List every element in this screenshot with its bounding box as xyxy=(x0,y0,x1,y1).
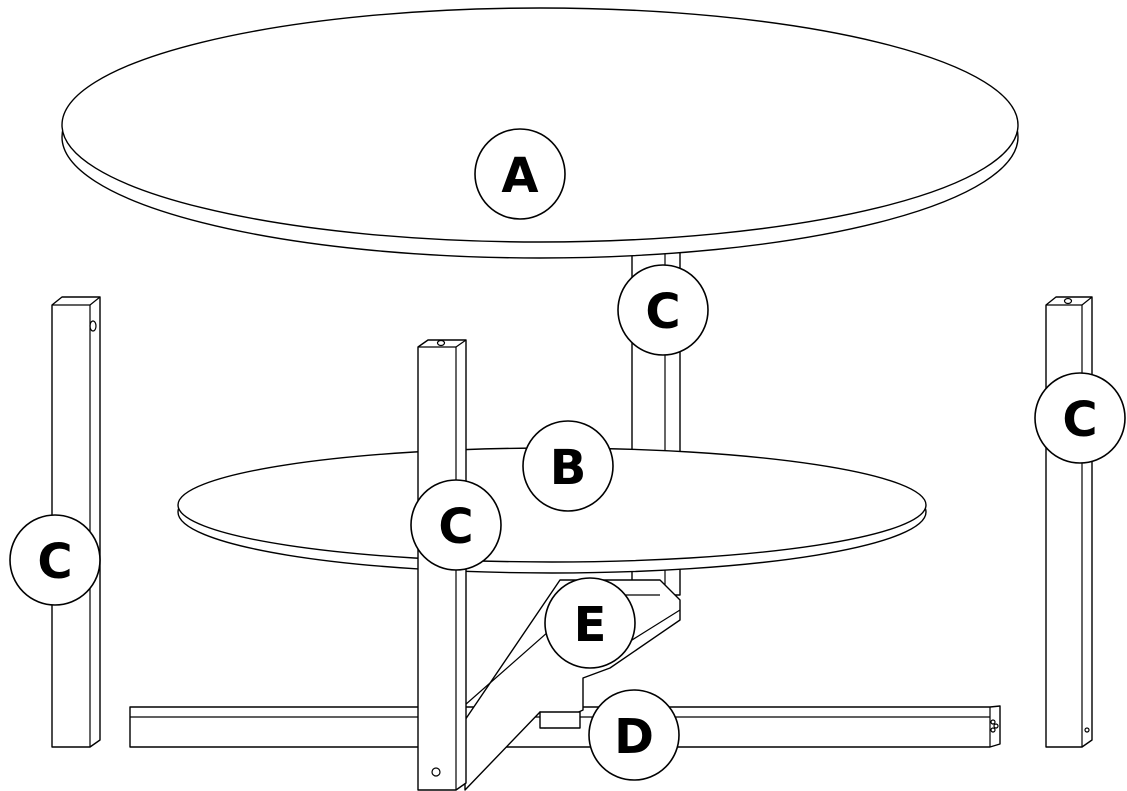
callout-c-left-label: C xyxy=(37,534,72,590)
callout-c-left: C xyxy=(9,514,101,606)
callout-e-label: E xyxy=(574,597,607,653)
callout-c-back: C xyxy=(617,264,709,356)
callout-b-label: B xyxy=(550,440,587,496)
callout-b: B xyxy=(522,420,614,512)
right-leg xyxy=(1045,296,1093,748)
callout-d-label: D xyxy=(614,709,654,765)
callout-a-label: A xyxy=(501,148,538,204)
callout-c-right-label: C xyxy=(1062,392,1097,448)
callout-c-front-label: C xyxy=(438,499,473,555)
callout-a: A xyxy=(474,128,566,220)
callout-d: D xyxy=(588,689,680,781)
callout-c-back-label: C xyxy=(645,284,680,340)
callout-e: E xyxy=(544,577,636,669)
callout-c-front: C xyxy=(410,479,502,571)
callout-c-right: C xyxy=(1034,372,1126,464)
